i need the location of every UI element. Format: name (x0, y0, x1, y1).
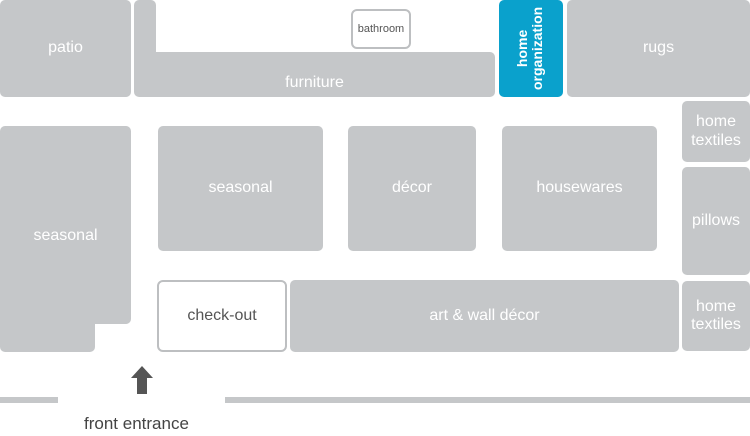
area-bathroom-label: bathroom (357, 23, 405, 35)
area-home-textiles-top-label: home textiles (691, 113, 741, 149)
area-home-organization[interactable]: home organization (499, 0, 563, 97)
area-furniture-label: furniture (285, 73, 344, 91)
area-rugs-label: rugs (642, 39, 675, 57)
area-housewares-label: housewares (536, 179, 623, 197)
area-art-wall-decor[interactable]: art & wall décor (290, 280, 679, 352)
area-checkout[interactable]: check-out (157, 280, 287, 352)
area-patio[interactable]: patio (0, 0, 131, 97)
area-decor-label: décor (391, 179, 433, 197)
area-art-wall-decor-label: art & wall décor (429, 306, 540, 324)
area-home-textiles-top[interactable]: home textiles (682, 101, 750, 162)
area-bathroom[interactable]: bathroom (351, 9, 411, 49)
area-home-textiles-bottom[interactable]: home textiles (682, 281, 750, 351)
area-decor[interactable]: décor (348, 126, 476, 251)
area-seasonal-left-label: seasonal (33, 227, 98, 244)
area-furniture-upper[interactable] (134, 0, 156, 60)
front-wall-left (0, 397, 58, 403)
area-checkout-label: check-out (187, 307, 257, 324)
area-seasonal-left-lower[interactable] (0, 318, 95, 352)
area-pillows[interactable]: pillows (682, 167, 750, 275)
area-pillows-label: pillows (691, 211, 740, 229)
area-housewares[interactable]: housewares (502, 126, 657, 251)
up-arrow-icon (131, 366, 153, 394)
front-entrance-label: front entrance (84, 414, 189, 433)
area-rugs[interactable]: rugs (567, 0, 750, 97)
area-home-textiles-bottom-label: home textiles (691, 297, 741, 333)
area-seasonal-center[interactable]: seasonal (158, 126, 323, 251)
front-wall-right (225, 397, 750, 403)
area-seasonal-center-label: seasonal (208, 179, 273, 197)
area-seasonal-left[interactable]: seasonal (0, 126, 131, 324)
area-home-organization-label: home organization (514, 6, 547, 91)
area-patio-label: patio (48, 39, 83, 57)
area-furniture[interactable]: furniture (134, 52, 495, 97)
